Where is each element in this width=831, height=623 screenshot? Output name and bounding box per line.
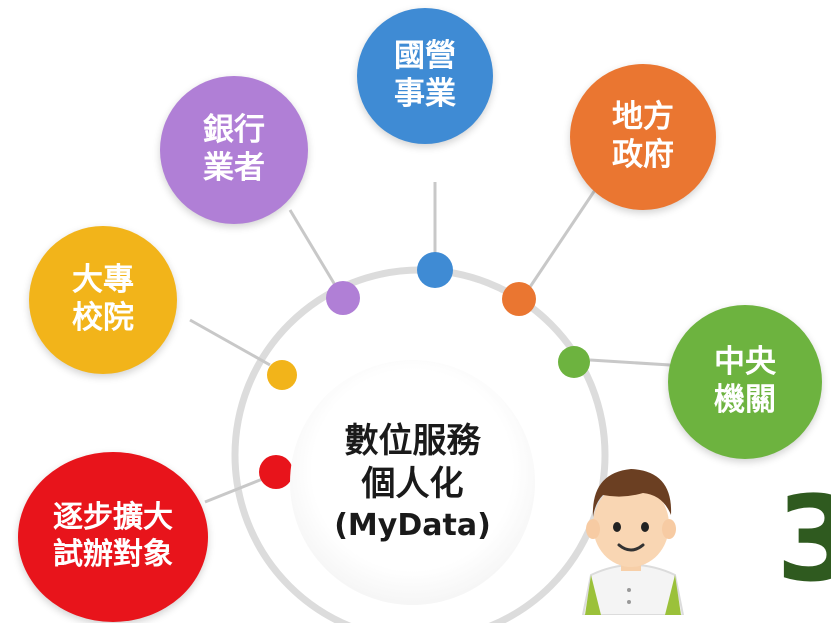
connector-line	[528, 189, 597, 288]
node-local-gov: 地方 政府	[570, 64, 716, 210]
node-university: 大專 校院	[29, 226, 177, 374]
cartoon-person-illustration	[581, 469, 685, 615]
orbit-dot	[558, 346, 590, 378]
node-label-line1: 中央	[714, 344, 776, 381]
connector-line	[204, 476, 266, 504]
orbit-dot	[259, 455, 293, 489]
orbit-dot	[326, 281, 360, 315]
node-state-enterprise: 國營 事業	[357, 8, 493, 144]
node-label-line2: 業者	[203, 150, 265, 186]
center-title-line3: (MyData)	[334, 507, 491, 543]
center-circle: 數位服務 個人化 (MyData)	[290, 360, 535, 605]
node-label-line1: 逐步擴大	[53, 500, 173, 536]
node-banking: 銀行 業者	[160, 76, 308, 224]
node-expansion: 逐步擴大 試辦對象	[18, 452, 208, 622]
node-central-gov: 中央 機關	[668, 305, 822, 459]
page-number: 3	[776, 470, 831, 608]
node-label-line1: 大專	[72, 262, 134, 299]
node-label-line1: 銀行	[203, 112, 265, 149]
center-title-line1: 數位服務	[344, 420, 481, 461]
orbit-dot	[417, 252, 453, 288]
node-label-line2: 校院	[72, 300, 134, 336]
node-label-line2: 機關	[714, 382, 776, 418]
connector-line	[189, 318, 271, 367]
node-label-line2: 試辦對象	[53, 537, 173, 572]
orbit-dot	[267, 360, 297, 390]
node-label-line1: 地方	[612, 99, 674, 136]
node-label-line1: 國營	[394, 38, 456, 75]
node-label-line2: 政府	[612, 137, 674, 173]
connector-line	[589, 358, 671, 367]
connector-line	[288, 209, 337, 286]
orbit-dot	[502, 282, 536, 316]
center-title-line2: 個人化	[361, 464, 464, 505]
node-label-line2: 事業	[394, 76, 456, 112]
